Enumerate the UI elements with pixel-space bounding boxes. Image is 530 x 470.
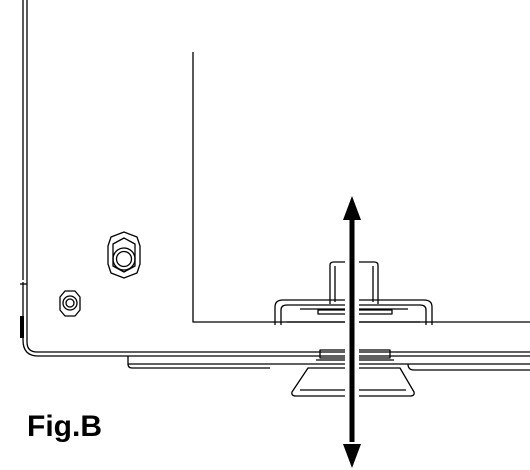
base-plate bbox=[127, 356, 530, 371]
double-headed-vertical-arrow-icon bbox=[343, 196, 361, 468]
inner-panel bbox=[192, 52, 530, 323]
housing-outline bbox=[20, 0, 530, 357]
figure-label: Fig.B bbox=[27, 410, 102, 443]
hex-nut-small-icon bbox=[59, 290, 81, 317]
hex-nut-large-icon bbox=[107, 231, 141, 279]
